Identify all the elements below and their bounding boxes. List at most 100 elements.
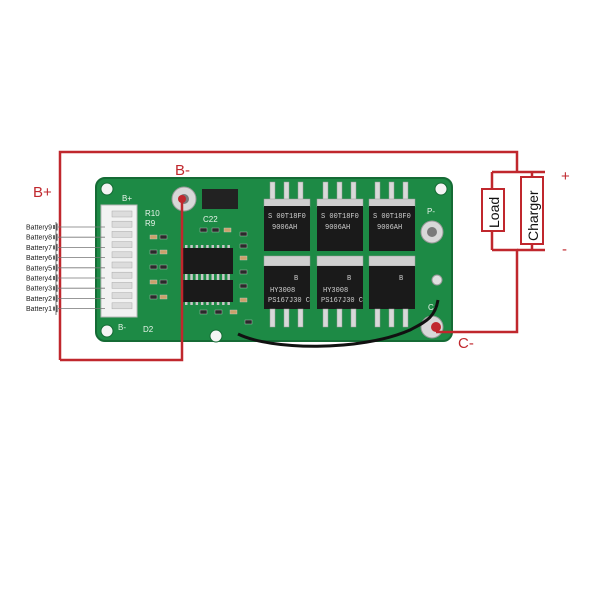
silk-b-minus: B- — [118, 323, 126, 332]
ic-pin — [211, 245, 214, 248]
smd-component — [199, 309, 208, 315]
ic-pin — [211, 302, 214, 305]
ic-pin — [227, 245, 230, 248]
b-plus-label: B+ — [33, 184, 52, 201]
plus-label: + — [561, 168, 570, 185]
p-minus-pad-hole — [427, 227, 437, 237]
smd-component — [239, 283, 248, 289]
ic-pin — [200, 245, 204, 248]
mosfet-marking: PS167J30 C — [268, 297, 310, 305]
ic-pin — [185, 274, 188, 277]
mosfet-body — [369, 266, 415, 309]
mosfet-lead — [402, 181, 409, 201]
mosfet-marking: PS167J30 C — [321, 297, 363, 305]
mosfet-lead — [374, 308, 381, 328]
minus-label: - — [562, 241, 567, 258]
mount-hole — [100, 324, 114, 338]
ic-pin — [222, 302, 225, 305]
ic-pin — [206, 274, 209, 277]
mosfet-lead — [297, 181, 304, 201]
connector-pin — [111, 231, 133, 238]
battery-label: Battery3 — [26, 286, 52, 293]
mosfet-tab — [368, 255, 416, 267]
smd-component — [149, 249, 158, 255]
smd-component — [159, 294, 168, 300]
smd-component — [214, 309, 223, 315]
battery-label: Battery9 — [26, 225, 52, 232]
smd-component — [159, 264, 168, 270]
mosfet-tab — [368, 198, 416, 208]
mosfet-marking: B — [294, 275, 298, 283]
silk-c22: C22 — [203, 215, 218, 224]
ic-pin — [227, 274, 230, 277]
mosfet-lead — [402, 308, 409, 328]
wiring — [58, 150, 545, 362]
silk-p-minus: P- — [427, 207, 435, 216]
battery-label: Battery2 — [26, 296, 52, 303]
mosfet-tab — [263, 255, 311, 267]
smd-component — [159, 279, 168, 285]
mosfet-tab — [316, 255, 364, 267]
ic-pin — [195, 302, 199, 305]
mosfet-lead — [374, 181, 381, 201]
connector-pin — [111, 282, 133, 289]
mosfet-marking: HY3008 — [323, 287, 348, 295]
connector-pins — [111, 210, 133, 310]
mosfet-body — [317, 266, 363, 309]
ic-pin — [190, 302, 193, 305]
connector-pin — [111, 261, 133, 269]
smd-components — [149, 227, 253, 325]
connector-pin — [111, 220, 133, 228]
ic-pins — [185, 245, 230, 305]
ic-pin — [227, 302, 230, 305]
smd-component — [229, 309, 238, 315]
c-minus-wire — [436, 248, 519, 334]
mount-hole — [434, 182, 448, 196]
mosfet-body — [369, 206, 415, 251]
smd-component — [223, 227, 232, 233]
mosfet-marking: B — [347, 275, 351, 283]
connector-pin — [111, 292, 133, 299]
connector-pin — [111, 302, 133, 310]
ic-pin — [206, 302, 209, 305]
b-minus-wire — [60, 202, 184, 362]
charger-box: Charger — [520, 176, 544, 245]
mosfet-marking: 9006AH — [272, 224, 297, 232]
silk-c-minus: C- — [428, 303, 437, 312]
ic-pin — [216, 245, 220, 248]
smd-component — [239, 255, 248, 261]
ic-pin — [222, 274, 225, 277]
smd-component — [199, 227, 208, 233]
mosfet-body — [264, 266, 310, 309]
b-minus-label: B- — [175, 162, 190, 179]
mosfet-lead — [336, 308, 343, 328]
mosfet-marking: B — [399, 275, 403, 283]
silk-r10: R10 — [145, 209, 160, 218]
battery-label: Battery8 — [26, 235, 52, 242]
battery-stack: Battery9Battery8Battery7Battery6Battery5… — [26, 222, 105, 315]
ic-pin — [211, 277, 214, 280]
smd-component — [244, 319, 253, 325]
mosfet-lead — [322, 308, 329, 328]
mosfet-lead — [269, 181, 276, 201]
battery-label: Battery1 — [26, 306, 52, 313]
ic-pin — [206, 277, 209, 280]
ic-pin — [200, 274, 204, 277]
ic-pin — [216, 277, 220, 280]
ic-pin — [190, 245, 193, 248]
ic-pin — [195, 274, 199, 277]
battery-label: Battery7 — [26, 245, 52, 252]
mosfet-marking: S 00T18F0 — [321, 213, 359, 221]
ic-pin — [206, 245, 209, 248]
smd-component — [211, 227, 220, 233]
ic-pin — [211, 274, 214, 277]
mosfet-marking: HY3008 — [270, 287, 295, 295]
load-label: Load — [486, 197, 502, 228]
mosfet-lead — [297, 308, 304, 328]
mosfet-lead — [269, 308, 276, 328]
ic-pin — [185, 245, 188, 248]
mosfet-tab — [263, 198, 311, 208]
connector-pin — [111, 271, 133, 279]
